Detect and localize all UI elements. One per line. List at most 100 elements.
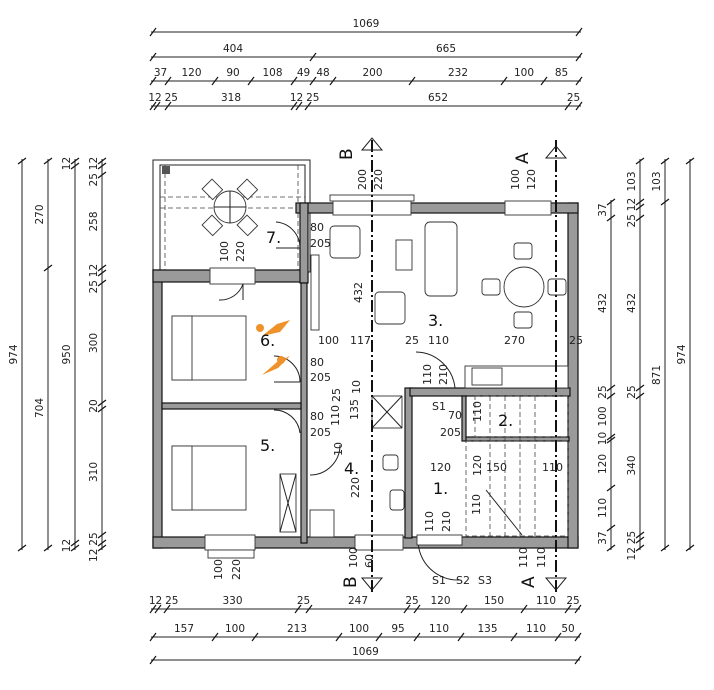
logo [256,320,290,375]
dimension-tick [309,76,317,86]
dimension-value: 12 [88,549,100,562]
dimension-tick [164,101,172,111]
dimension-value: 247 [348,595,368,607]
dimension-tick [97,544,107,552]
annotation-label: 100 [212,559,225,580]
dimension-value: 110 [429,623,449,635]
dimension-tick [149,632,157,642]
dimension-value: 120 [430,595,450,607]
dimension-value: 20 [88,399,100,412]
annotation-label: 117 [350,334,371,347]
dimension-value: 120 [181,67,201,79]
annotation-label: 100 [218,241,231,262]
dimension-value: 25 [297,595,310,607]
coffee-table [395,239,413,271]
dimension-tick [247,76,255,86]
dimension-value: 12 [61,539,73,552]
dimension-tick [574,604,582,614]
dimension-tick [564,604,572,614]
dimension-tick [500,76,508,86]
section-b-bottom-label: B [341,576,361,588]
dimension-value: 100 [597,406,609,426]
annotation-label: 110 [517,547,530,568]
dimension-tick [97,171,107,179]
dimension-tick [606,392,616,400]
dimension-tick [413,632,421,642]
dimension-tick [660,544,670,552]
dimension-tick [153,101,161,111]
dimension-value: 330 [222,595,242,607]
dimension-value: 12 [88,157,100,170]
dimension-value: 25 [165,92,178,104]
annotation-label: 135 [348,399,361,420]
dimension-tick [149,52,157,62]
annotation-label: S2 [456,574,470,587]
section-lines: B A B A [337,137,568,592]
dimension-tick [635,198,645,206]
garden-table-with-chairs-icon [201,178,259,237]
dimension-value: 85 [555,67,568,79]
dimension-tick [606,436,616,444]
section-b-bottom-marker [360,577,384,591]
annotation-label: 100 [318,334,339,347]
annotation-label: 120 [430,461,451,474]
dimension-value: 100 [514,67,534,79]
annotation-label: 220 [234,241,247,262]
dimension-tick [457,632,465,642]
dimension-value: 25 [405,595,418,607]
dimension-value: 157 [174,623,194,635]
dimension-tick [17,157,27,165]
dimension-value: 48 [316,67,329,79]
dimension-tick [460,604,468,614]
section-a-bottom-marker [544,577,568,591]
annotation-label: 10 [350,380,363,394]
dimension-value: 25 [626,214,638,227]
dimension-tick [606,433,616,441]
dimension-value: 50 [561,623,574,635]
dimension-value: 665 [436,43,456,55]
dimension-value: 12 [626,198,638,211]
dimension-value: 49 [297,67,310,79]
washbasin [389,489,405,511]
dimension-tick [97,162,107,170]
dimension-tick [304,101,312,111]
annotation-label: 110 [471,401,484,422]
dimension-tick [149,101,157,111]
dimension-tick [70,162,80,170]
dimension-value: 90 [226,67,239,79]
dimension-tick [575,76,583,86]
dimension-tick [606,198,616,206]
dimension-value: 110 [536,595,556,607]
dimension-chain-bottom-2: 1069 [149,646,582,665]
section-b-top-label: B [337,148,357,160]
dimension-tick [149,604,157,614]
dimension-tick [635,392,645,400]
dimension-tick [685,157,695,165]
annotation-label: 110 [535,547,548,568]
dimension-tick [606,544,616,552]
dimension-tick [211,632,219,642]
annotation-label: 80 [310,221,324,234]
dimension-tick [510,632,518,642]
room-label: 6. [260,331,275,350]
dimension-value: 974 [8,344,20,364]
room-label: 1. [433,479,448,498]
dimension-value: 25 [597,385,609,398]
annotation-label: 120 [525,169,538,190]
dimension-value: 103 [651,171,663,191]
dimension-tick [408,76,416,86]
dimension-tick [403,604,411,614]
dimension-value: 213 [287,623,307,635]
dimension-value: 310 [88,462,100,482]
annotation-label: 100 [509,169,522,190]
staircase [465,395,569,537]
annotation-label: 220 [230,559,243,580]
toilet [382,454,399,471]
furniture [171,221,569,538]
